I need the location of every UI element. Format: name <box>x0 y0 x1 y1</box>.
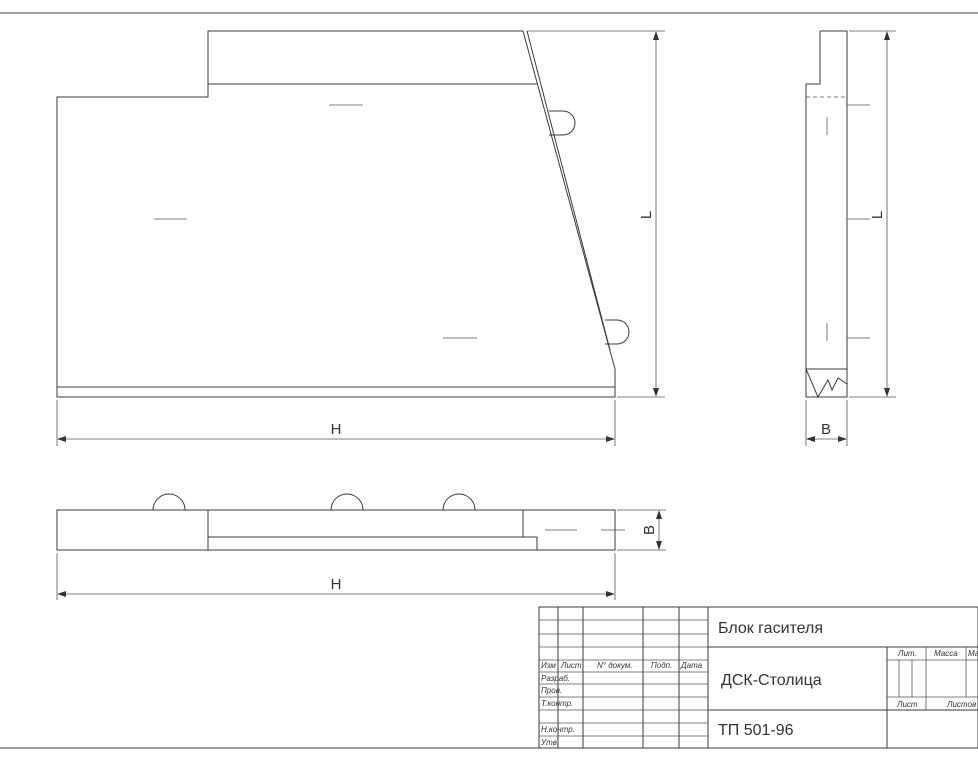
role-norm-control: Н.контр. <box>541 725 575 734</box>
front-dimension-l: L <box>527 30 665 398</box>
side-view-chamfer-left <box>805 368 819 398</box>
front-view <box>56 30 630 398</box>
side-view-break-line <box>817 377 848 398</box>
front-dimension-h: H <box>56 400 616 446</box>
plan-loop-right <box>442 493 476 511</box>
front-view-outline <box>56 30 616 398</box>
side-dimension-l: L <box>849 30 896 398</box>
lifting-loop-lower <box>605 319 630 345</box>
side-view-outline <box>805 30 848 398</box>
plan-dimension-h: H <box>56 553 616 600</box>
header-sign: Подп. <box>651 661 672 670</box>
plan-dimension-b: B <box>617 509 666 551</box>
header-izm: Изм <box>541 661 556 670</box>
dimension-label-front-height: L <box>638 211 655 219</box>
role-checker: Пров. <box>541 686 562 695</box>
plan-loop-left <box>152 493 186 511</box>
side-view <box>805 30 870 398</box>
plan-loop-middle <box>330 493 364 511</box>
role-developer: Разраб. <box>541 674 570 683</box>
dimension-label-front-width: H <box>331 421 342 438</box>
role-approved: Утв. <box>540 738 559 747</box>
dimension-label-side-height: L <box>869 211 886 219</box>
label-scale: Ма <box>968 649 978 658</box>
front-view-slope-line <box>526 30 611 351</box>
side-dimension-b: B <box>805 400 848 446</box>
title-block: Блок гасителя ДСК-Столица ТП 501-96 Изм … <box>538 606 978 749</box>
dimension-label-plan-width: H <box>331 576 342 593</box>
dimension-label-plan-height: B <box>641 525 658 535</box>
lifting-loop-upper <box>549 110 576 136</box>
label-lit: Лит. <box>897 649 917 658</box>
label-mass: Масса <box>934 649 958 658</box>
dimension-label-side-width: B <box>821 421 831 438</box>
label-sheets: Листов <box>946 700 976 709</box>
document-number: ТП 501-96 <box>718 722 794 739</box>
header-doc-no: N° докум. <box>597 661 633 670</box>
plan-view-outline <box>56 509 616 551</box>
label-sheet: Лист <box>896 700 918 709</box>
organization-name: ДСК-Столица <box>721 672 822 689</box>
plan-view <box>56 493 625 551</box>
header-date: Дата <box>680 661 703 670</box>
role-tech-control: Т.контр. <box>541 699 573 708</box>
header-list: Лист <box>560 661 582 670</box>
drawing-title: Блок гасителя <box>718 620 823 637</box>
